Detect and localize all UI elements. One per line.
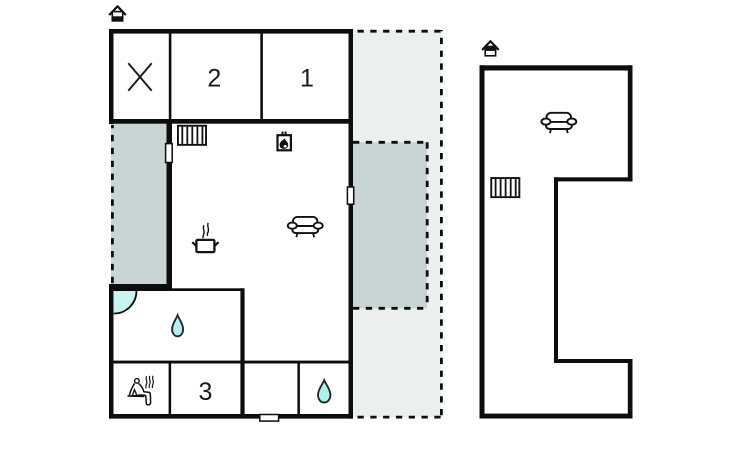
svg-text:1: 1: [300, 64, 314, 92]
svg-text:2: 2: [207, 64, 221, 92]
svg-text:3: 3: [198, 378, 212, 406]
